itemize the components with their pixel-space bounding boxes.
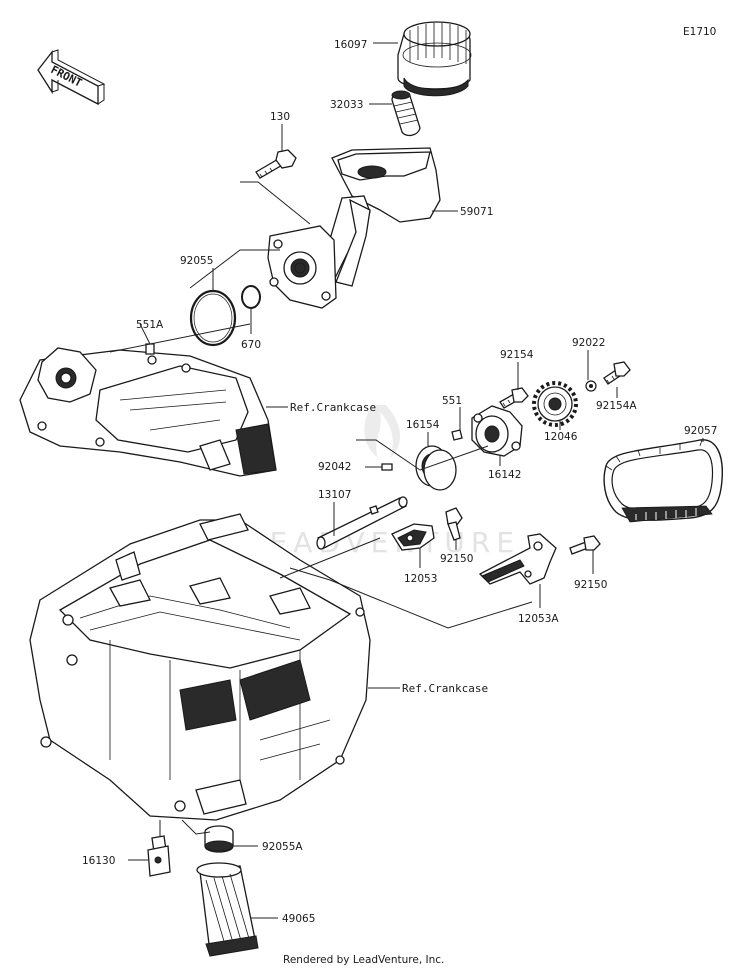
label-16130: 16130: [82, 855, 115, 867]
leader-lines: [109, 42, 704, 919]
watermark-flame-icon: [364, 405, 401, 458]
part-o-ring-92055[interactable]: [189, 289, 237, 347]
label-551A: 551A: [136, 319, 164, 331]
label-92150-b: 92150: [574, 579, 607, 591]
part-labels: 16097 32033 130 59071 92055 551A 670 Ref…: [82, 39, 717, 925]
part-pin-92042[interactable]: [381, 463, 393, 471]
label-92057: 92057: [684, 425, 717, 437]
part-pipe-32033[interactable]: [391, 90, 421, 137]
label-49065: 49065: [282, 913, 315, 925]
label-92055A: 92055A: [262, 841, 303, 853]
label-16097: 16097: [334, 39, 367, 51]
part-pump-body-16142[interactable]: [471, 405, 523, 457]
part-bolt-92154A[interactable]: [603, 361, 631, 385]
part-oil-pipe-59071[interactable]: [267, 147, 441, 309]
front-arrow-icon: FRONT: [37, 49, 106, 106]
part-rotor-16154[interactable]: [415, 445, 457, 491]
part-shaft-13107[interactable]: [316, 496, 408, 550]
label-92154: 92154: [500, 349, 534, 361]
part-bolt-92154[interactable]: [499, 387, 529, 409]
label-12053A: 12053A: [518, 613, 559, 625]
label-12053: 12053: [404, 573, 437, 585]
part-chain-92057[interactable]: [603, 439, 723, 523]
label-13107: 13107: [318, 489, 351, 501]
part-bolt-130[interactable]: [255, 149, 297, 179]
label-ref-crankcase-lower: Ref.Crankcase: [402, 682, 488, 695]
part-upper-crankcase: [19, 344, 277, 477]
part-chain-guide-12053A[interactable]: [478, 533, 557, 585]
part-fitting-16130[interactable]: [147, 835, 171, 877]
label-32033: 32033: [330, 99, 363, 111]
label-670: 670: [241, 339, 261, 351]
label-130: 130: [270, 111, 290, 123]
label-92022: 92022: [572, 337, 605, 349]
credit-text: Rendered by LeadVenture, Inc.: [283, 954, 444, 966]
part-strainer-49065[interactable]: [196, 862, 259, 957]
label-551: 551: [442, 395, 462, 407]
diagram-code: E1710: [683, 26, 716, 38]
part-dowel-551[interactable]: [451, 429, 463, 441]
part-lower-crankcase: [29, 513, 371, 821]
label-12046: 12046: [544, 431, 578, 443]
label-92150-a: 92150: [440, 553, 473, 565]
label-16154: 16154: [406, 419, 440, 431]
part-bolt-92150-a[interactable]: [445, 507, 463, 541]
part-o-ring-670[interactable]: [241, 285, 261, 309]
label-92055: 92055: [180, 255, 213, 267]
part-bolt-92150-b[interactable]: [569, 535, 601, 555]
label-59071: 59071: [460, 206, 493, 218]
label-ref-crankcase-upper: Ref.Crankcase: [290, 401, 376, 414]
label-92042: 92042: [318, 461, 351, 473]
part-chain-guide-12053[interactable]: [391, 523, 435, 551]
part-dowel-551A[interactable]: [145, 343, 155, 355]
watermark: LEADVENTURE: [248, 405, 520, 559]
watermark-text: LEADVENTURE: [248, 526, 520, 559]
label-16142: 16142: [488, 469, 521, 481]
label-92154A: 92154A: [596, 400, 637, 412]
part-sprocket-12046[interactable]: [532, 381, 578, 427]
part-oil-filter[interactable]: [397, 21, 472, 97]
part-collar-92055A[interactable]: [204, 825, 234, 853]
part-washer-92022[interactable]: [585, 380, 597, 392]
